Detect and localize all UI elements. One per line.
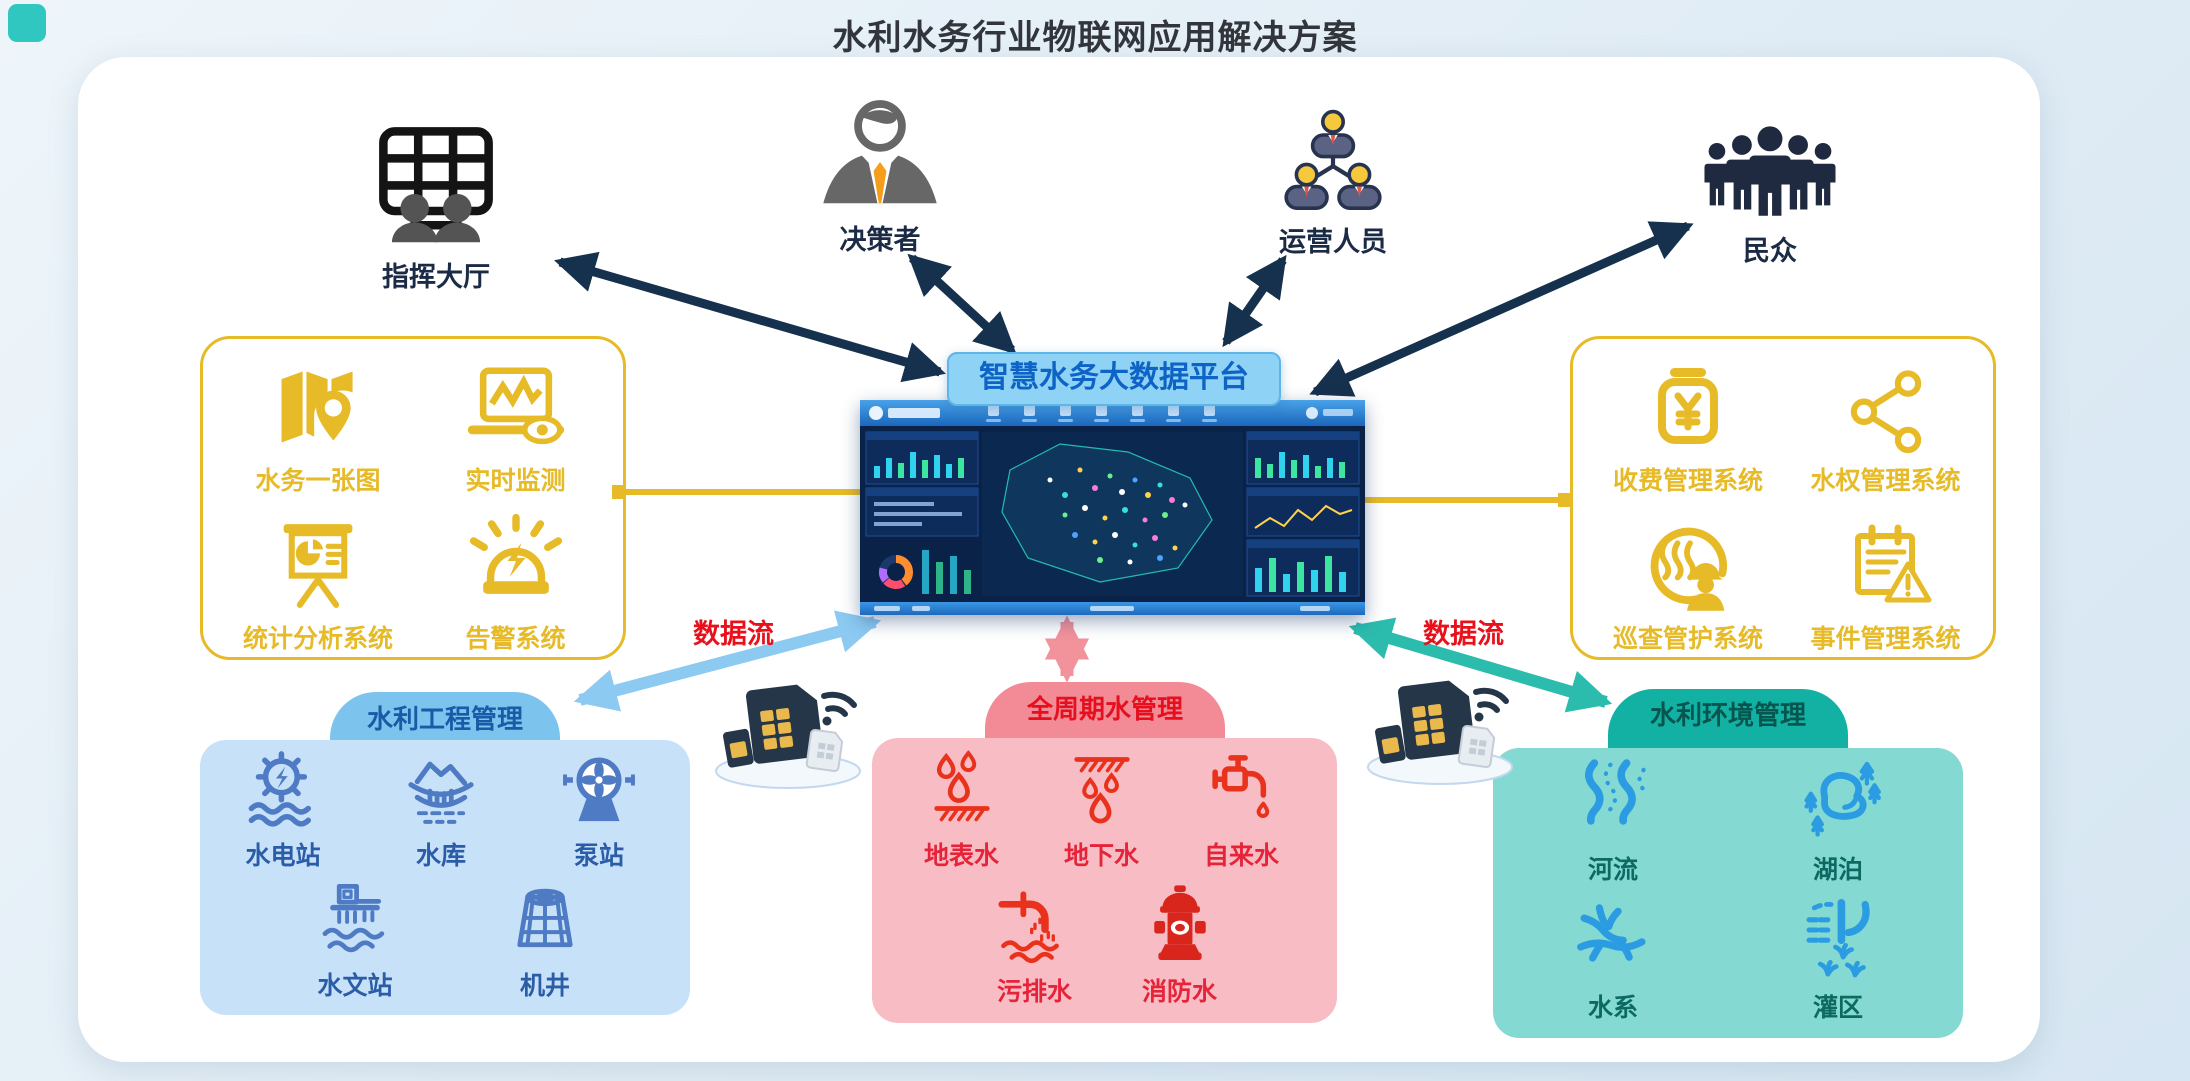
system-item-label: 收费管理系统 (1612, 467, 1763, 495)
surface-water-icon (933, 750, 990, 822)
system-item-label: 水权管理系统 (1810, 467, 1961, 495)
facility-item: 水文站 (280, 880, 430, 1002)
stakeholder-label: 指挥大厅 (382, 262, 490, 292)
system-item-label: 实时监测 (465, 467, 566, 495)
stakeholder-label: 决策者 (839, 225, 921, 255)
dataflow-label-left: 数据流 (693, 619, 774, 649)
water-item-label: 地表水 (923, 842, 999, 870)
stakeholder-label: 运营人员 (1279, 227, 1387, 257)
patrol-worker-icon (1650, 527, 1727, 611)
well-icon (517, 888, 573, 948)
operators-orgchart-icon (1284, 109, 1382, 210)
environment-item-label: 灌区 (1812, 994, 1863, 1022)
event-warning-icon (1854, 524, 1931, 603)
dataflow-label-right: 数据流 (1423, 619, 1504, 649)
tap-water-icon (1211, 755, 1269, 818)
water-item: 自来水 (1174, 750, 1309, 872)
system-item: 告警系统 (418, 507, 613, 655)
iot-device-left (700, 672, 875, 792)
environment-panel: 河流 湖泊 (1493, 748, 1963, 1038)
reservoir-icon (408, 761, 474, 824)
stakeholder-label: 民众 (1743, 236, 1797, 266)
facility-label: 机井 (519, 972, 570, 1000)
system-item-label: 告警系统 (465, 625, 566, 653)
facility-label: 水电站 (245, 842, 321, 870)
environment-item-label: 河流 (1587, 856, 1638, 884)
system-item: 事件管理系统 (1788, 509, 1983, 655)
stakeholder-operators: 运营人员 (1258, 105, 1408, 259)
share-network-icon (1850, 370, 1921, 454)
system-item: 水权管理系统 (1788, 351, 1983, 497)
hydrology-station-icon (322, 883, 385, 953)
corner-accent (8, 4, 46, 42)
facility-item: 水电站 (208, 750, 358, 872)
facility-label: 水文站 (317, 972, 393, 1000)
map-pin-icon (281, 371, 353, 443)
water-item-label: 污排水 (996, 978, 1072, 1006)
pump-station-icon (563, 757, 635, 822)
environment-item: 水系 (1533, 896, 1693, 1024)
water-item: 地下水 (1034, 750, 1169, 872)
system-item: 收费管理系统 (1588, 351, 1788, 497)
stakeholder-command-hall: 指挥大厅 (356, 120, 516, 294)
sim-card-icon (715, 684, 861, 789)
system-item-label: 巡查管护系统 (1612, 625, 1763, 653)
alarm-siren-icon (469, 513, 562, 594)
system-item-label: 事件管理系统 (1810, 625, 1961, 653)
facility-item: 泵站 (524, 750, 674, 872)
environment-item-label: 水系 (1587, 994, 1638, 1022)
water-item: 消防水 (1112, 882, 1247, 1008)
stakeholder-public: 民众 (1680, 118, 1860, 268)
water-item: 地表水 (894, 750, 1029, 872)
water-item-label: 地下水 (1063, 842, 1139, 870)
facility-label: 泵站 (573, 842, 624, 870)
right-systems-box: 收费管理系统 水权管理系统 (1570, 336, 1996, 660)
hydropower-icon (248, 751, 312, 827)
stakeholder-decision-maker: 决策者 (805, 95, 955, 257)
facility-item: 机井 (470, 880, 620, 1002)
sim-card-icon (1367, 680, 1513, 785)
lake-icon (1804, 761, 1881, 837)
pie-board-icon (283, 524, 353, 608)
ground-water-icon (1073, 757, 1130, 824)
environment-item: 湖泊 (1758, 758, 1918, 886)
water-system-icon (1577, 904, 1646, 962)
system-item: 实时监测 (418, 349, 613, 497)
facility-label: 水库 (415, 842, 466, 870)
irrigation-icon (1806, 898, 1870, 978)
page-title: 水利水务行业物联网应用解决方案 (832, 19, 1358, 57)
engineering-panel: 水电站 水库 泵站 (200, 740, 690, 1015)
system-item-label: 水务一张图 (255, 467, 381, 495)
environment-item: 灌区 (1758, 896, 1918, 1024)
public-crowd-icon (1704, 126, 1836, 216)
system-item-label: 统计分析系统 (242, 625, 393, 653)
river-icon (1584, 759, 1646, 825)
fee-yuan-icon (1658, 368, 1718, 444)
water-cycle-panel-tab: 全周期水管理 (985, 682, 1225, 744)
fire-hydrant-icon (1153, 885, 1206, 961)
platform-banner: 智慧水务大数据平台 (947, 352, 1281, 406)
environment-item: 河流 (1533, 758, 1693, 886)
sewage-icon (997, 891, 1059, 964)
system-item: 统计分析系统 (218, 507, 418, 655)
system-item: 巡查管护系统 (1588, 509, 1788, 655)
left-systems-box: 水务一张图 实时监测 统计分析系统 (200, 336, 626, 660)
monitor-eye-icon (467, 367, 564, 445)
water-cycle-panel: 地表水 地下水 (872, 738, 1337, 1023)
system-item: 水务一张图 (218, 349, 418, 497)
environment-panel-tab: 水利环境管理 (1608, 689, 1848, 749)
iot-device-right (1352, 668, 1527, 788)
facility-item: 水库 (366, 750, 516, 872)
environment-item-label: 湖泊 (1812, 856, 1863, 884)
water-item-label: 消防水 (1141, 978, 1217, 1006)
dashboard-screenshot (860, 400, 1365, 615)
water-item: 污排水 (967, 886, 1102, 1008)
platform-dashboard (860, 400, 1365, 615)
water-item-label: 自来水 (1203, 842, 1279, 870)
command-hall-icon (379, 127, 493, 243)
decision-maker-icon (823, 100, 937, 204)
